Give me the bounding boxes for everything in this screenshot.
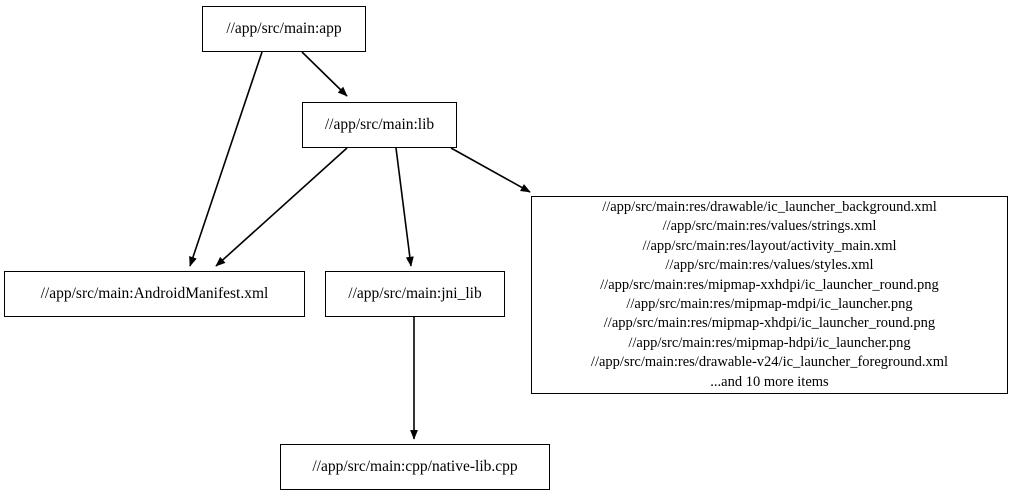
edge-app-to-lib [301, 51, 348, 97]
node-lib[interactable]: //app/src/main:lib [302, 102, 457, 148]
node-native-lib-cpp[interactable]: //app/src/main:cpp/native-lib.cpp [280, 444, 550, 490]
node-jni-lib[interactable]: //app/src/main:jni_lib [325, 271, 505, 317]
node-jni-lib-label: //app/src/main:jni_lib [348, 285, 482, 303]
edge-lib-to-manifest [215, 147, 348, 267]
edge-app-to-manifest [189, 51, 263, 267]
node-app-label: //app/src/main:app [226, 20, 342, 38]
node-resources-label: //app/src/main:res/drawable/ic_launcher_… [590, 198, 949, 390]
node-lib-label: //app/src/main:lib [324, 116, 435, 134]
node-app[interactable]: //app/src/main:app [202, 6, 366, 52]
edge-lib-to-jni-lib [395, 147, 414, 267]
node-android-manifest-label: //app/src/main:AndroidManifest.xml [40, 285, 269, 303]
node-resources[interactable]: //app/src/main:res/drawable/ic_launcher_… [531, 196, 1008, 394]
node-native-lib-cpp-label: //app/src/main:cpp/native-lib.cpp [312, 458, 518, 476]
edge-lib-to-resources [450, 147, 531, 193]
node-android-manifest[interactable]: //app/src/main:AndroidManifest.xml [4, 271, 305, 317]
